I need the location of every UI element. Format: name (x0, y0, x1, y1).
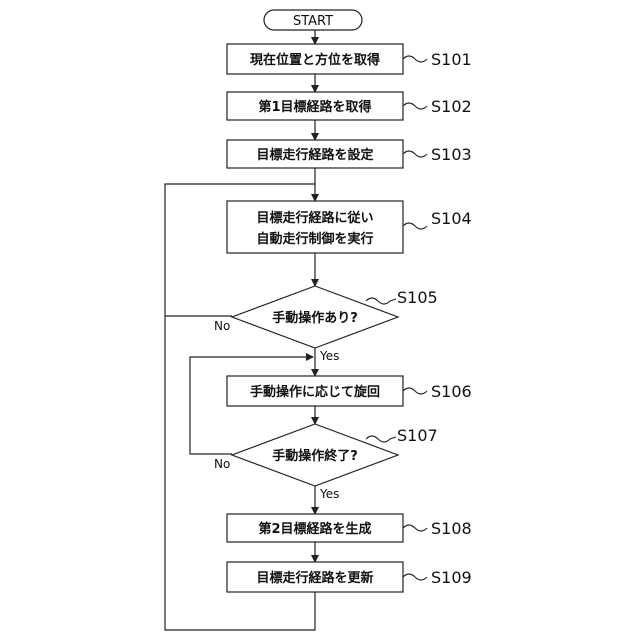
step-s102-text: 第1目標経路を取得 (258, 99, 371, 115)
decision-s107-text: 手動操作終了? (272, 448, 358, 464)
step-s102: 第1目標経路を取得 (227, 92, 403, 120)
step-label-s107: S107 (397, 426, 438, 445)
s107-no-label: No (214, 457, 230, 471)
step-s109: 目標走行経路を更新 (227, 562, 403, 592)
step-label-s109: S109 (431, 568, 472, 587)
decision-s107: 手動操作終了? (232, 424, 398, 486)
step-label-s108: S108 (431, 519, 472, 538)
step-label-s105: S105 (397, 288, 438, 307)
step-s104-text-line2: 自動走行制御を実行 (256, 231, 373, 247)
step-label-s104: S104 (431, 209, 472, 228)
step-s101-text: 現在位置と方位を取得 (250, 52, 380, 68)
step-s106: 手動操作に応じて旋回 (227, 376, 403, 406)
decision-s105-text: 手動操作あり? (272, 310, 358, 326)
step-s101: 現在位置と方位を取得 (227, 44, 403, 74)
s105-no-label: No (214, 319, 230, 333)
step-label-s102: S102 (431, 97, 472, 116)
step-s106-text: 手動操作に応じて旋回 (250, 384, 380, 400)
step-s108-text: 第2目標経路を生成 (258, 521, 371, 537)
start-text: START (293, 14, 333, 29)
step-s108: 第2目標経路を生成 (227, 514, 403, 542)
s107-yes-label: Yes (319, 487, 339, 501)
step-s109-text: 目標走行経路を更新 (256, 570, 373, 586)
step-label-s103: S103 (431, 145, 472, 164)
step-s103-text: 目標走行経路を設定 (256, 147, 373, 163)
step-s103: 目標走行経路を設定 (227, 140, 403, 168)
step-label-s106: S106 (431, 382, 472, 401)
step-s104: 目標走行経路に従い 自動走行制御を実行 (227, 201, 403, 253)
s105-yes-label: Yes (319, 349, 339, 363)
step-s104-text-line1: 目標走行経路に従い (256, 210, 373, 226)
decision-s105: 手動操作あり? (232, 286, 398, 348)
step-label-s101: S101 (431, 50, 472, 69)
